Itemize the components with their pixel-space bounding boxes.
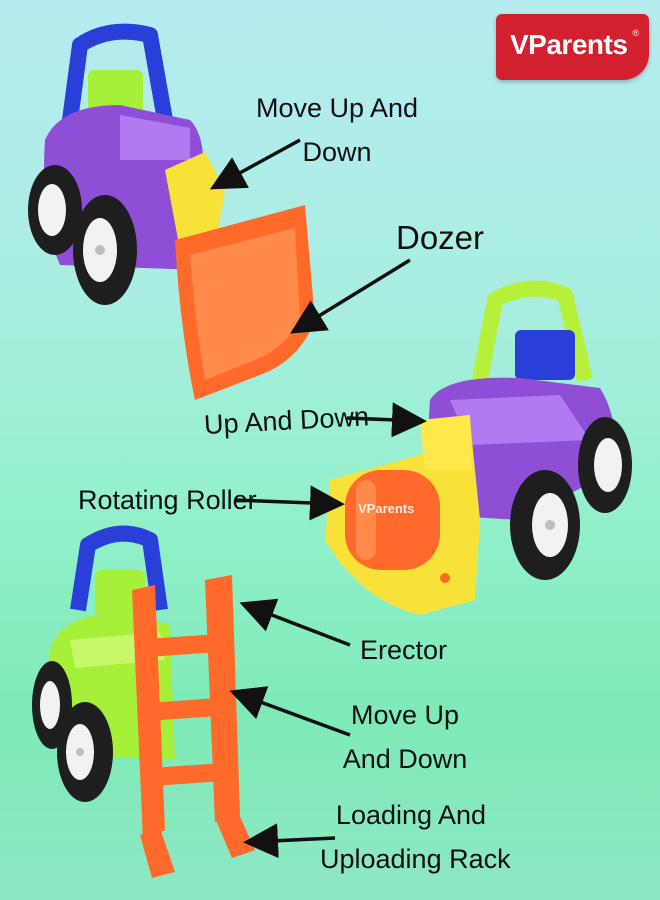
label-loading-rack: Loading And Uploading Rack [320, 793, 511, 881]
forklift-toy [32, 525, 255, 878]
label-line: And Down [342, 744, 468, 774]
label-dozer: Dozer [395, 219, 485, 256]
label-move-up-down-2: Move Up And Down [340, 693, 470, 781]
arrow-dozer [290, 258, 411, 334]
watermark-text: VParents [358, 501, 415, 516]
label-move-up-down-1: Move Up And Down [252, 86, 422, 174]
arrow-move-up-down-2 [229, 686, 351, 737]
erector-ladder [132, 575, 255, 878]
label-line: Move Up [350, 700, 460, 730]
arrow-move-up-down-1 [209, 138, 301, 190]
label-line: Uploading Rack [320, 844, 511, 874]
arrow-rotating-roller [235, 485, 345, 521]
dozer-toy [28, 23, 315, 400]
roller-toy [325, 280, 632, 615]
label-erector: Erector [360, 635, 448, 665]
roller-rear-wheel [578, 417, 632, 513]
arrow-erector [239, 598, 351, 647]
label-line: Loading And [335, 800, 487, 830]
label-rotating-roller: Rotating Roller [78, 485, 257, 515]
label-line: Move Up And [255, 93, 419, 123]
arrow-loading-rack [243, 823, 336, 859]
logo-text: VParents [510, 29, 628, 60]
arrow-up-and-down [346, 402, 427, 438]
dozer-front-wheel [73, 195, 137, 305]
roller-front-wheel [510, 470, 580, 580]
label-line: Down [302, 137, 372, 167]
brand-logo: VParents ® [496, 14, 649, 80]
trademark-symbol: ® [632, 28, 639, 38]
forklift-front-wheel [57, 702, 113, 802]
dozer-rear-wheel [28, 165, 82, 255]
label-up-and-down: Up And Down [203, 401, 370, 440]
